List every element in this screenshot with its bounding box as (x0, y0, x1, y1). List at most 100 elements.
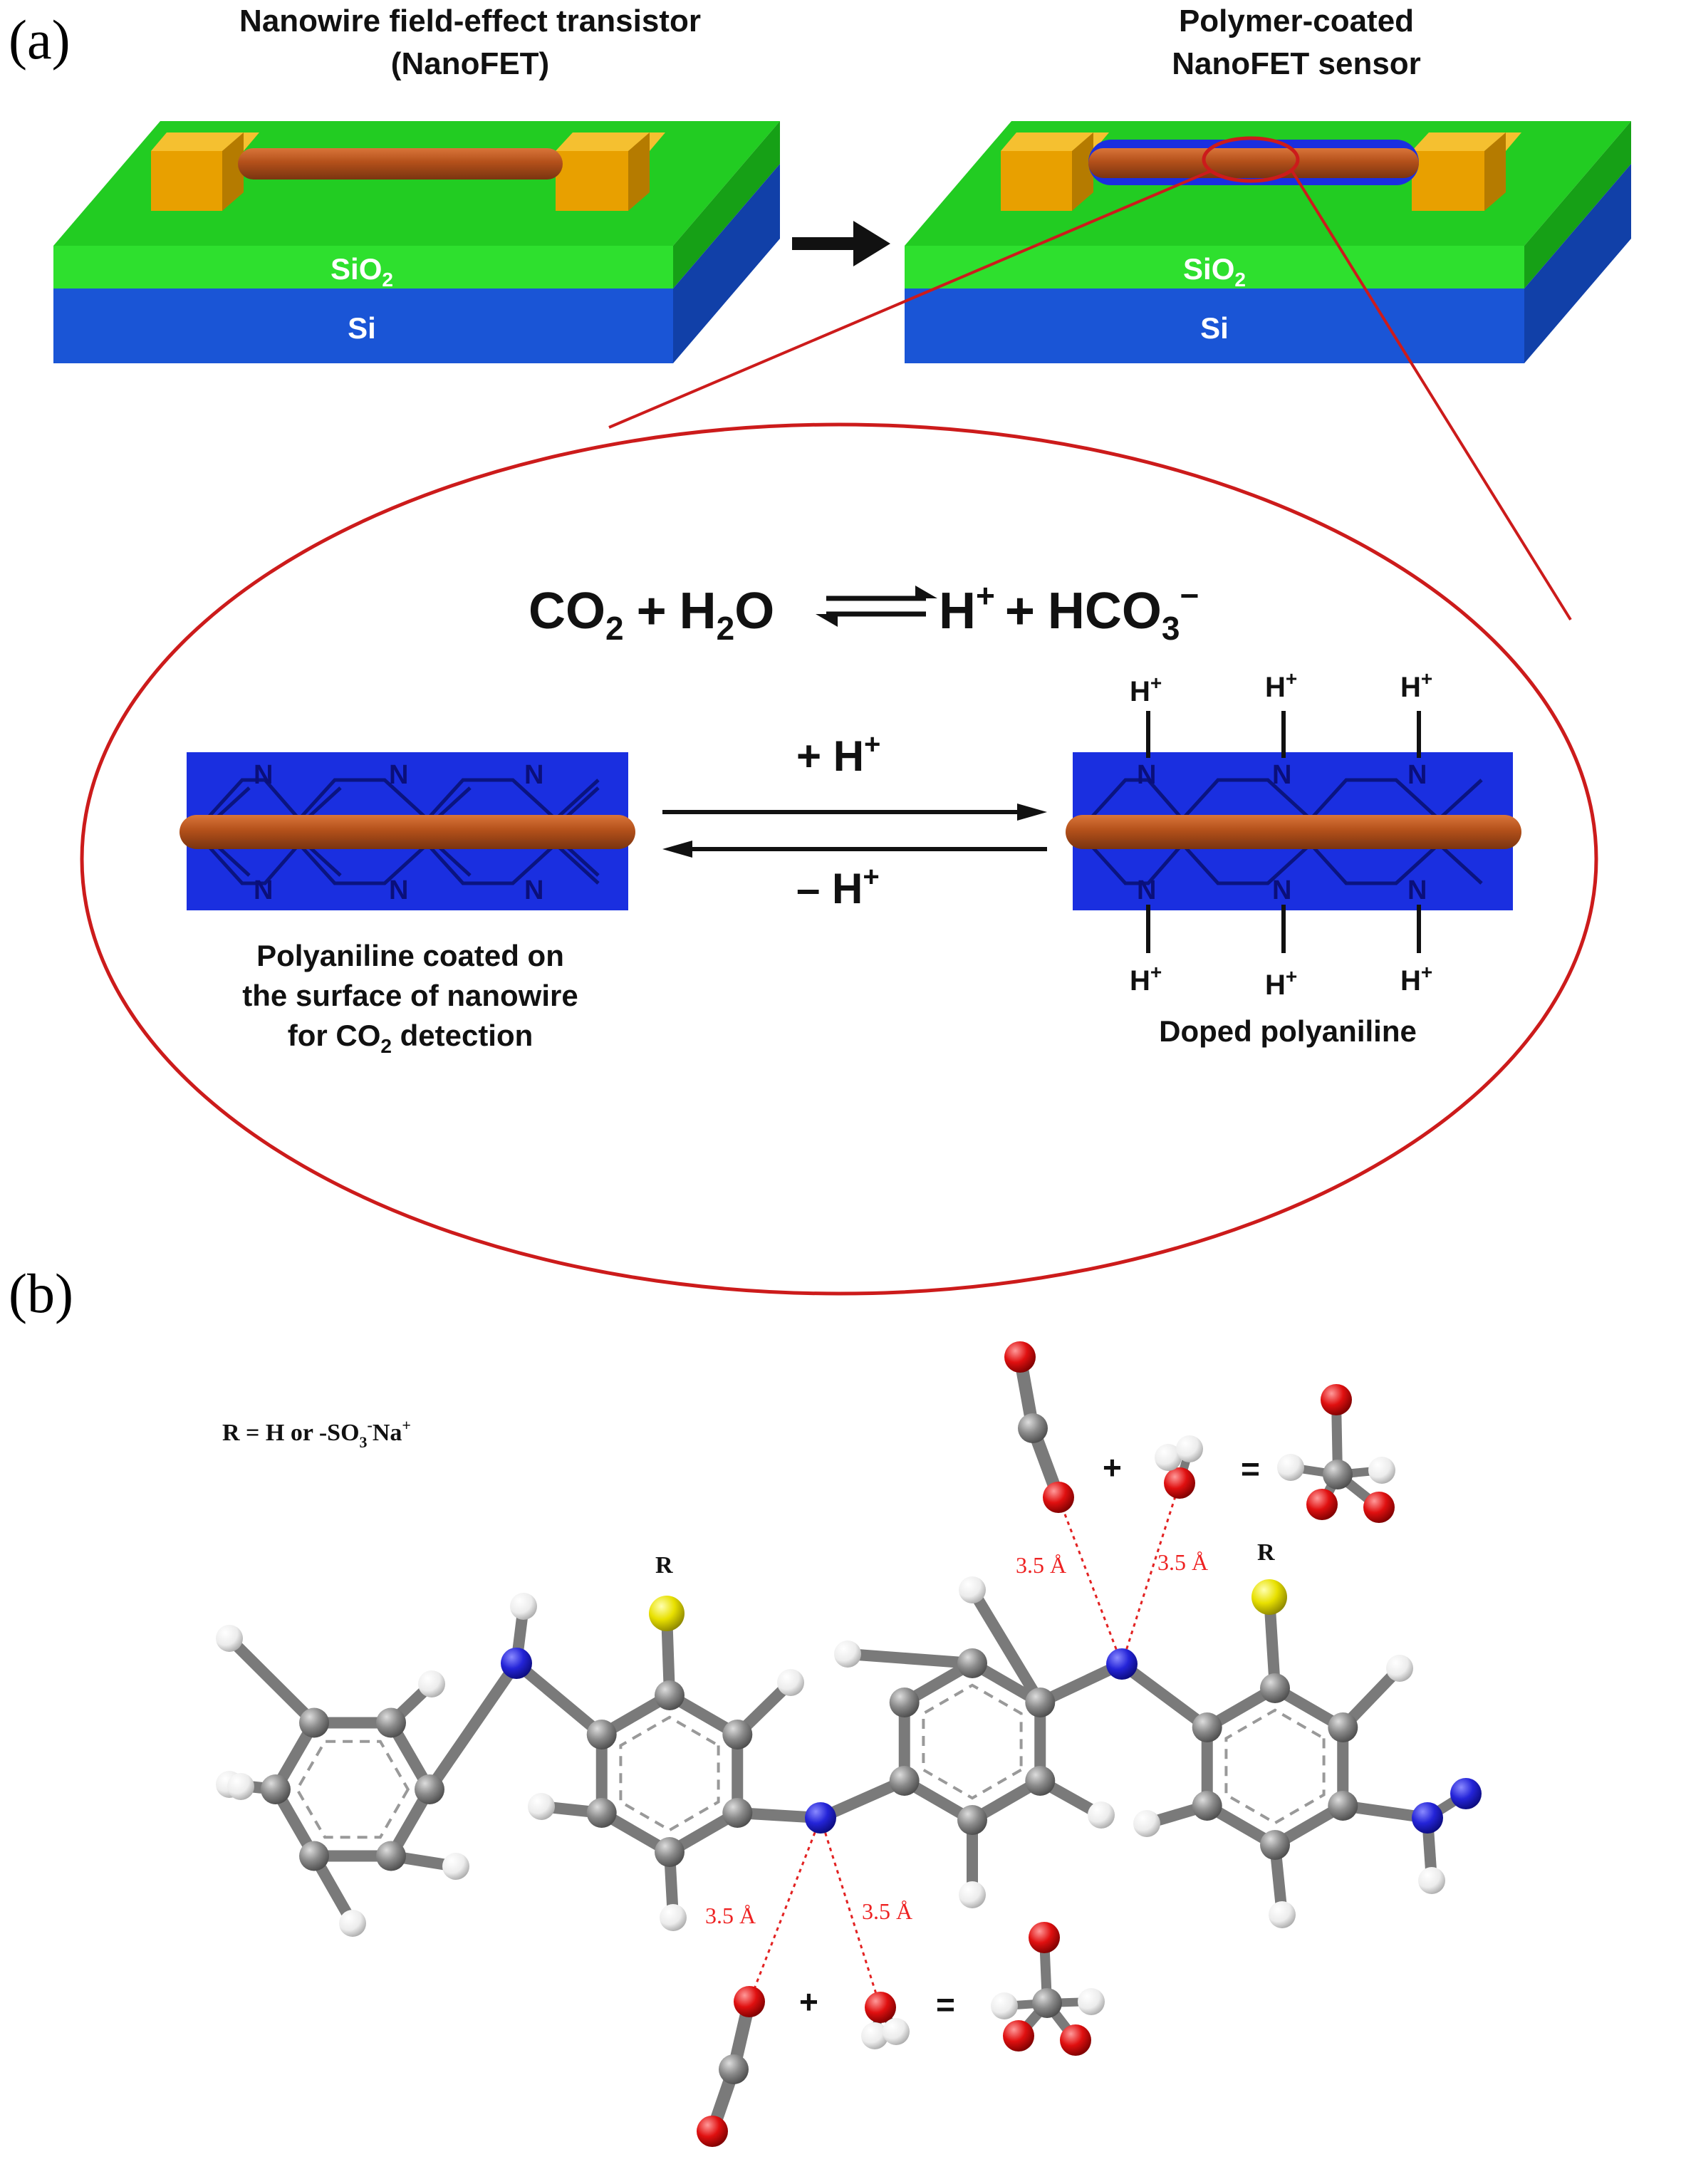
panel-b-letter: (b) (9, 1262, 73, 1324)
carbon-atom (1018, 1413, 1048, 1443)
n-atom-label: N (524, 760, 543, 790)
n-atom-label: N (1407, 875, 1427, 905)
carbon-atom (655, 1680, 685, 1710)
r-group-label: R (655, 1552, 673, 1579)
oxide-side-face (673, 121, 780, 288)
process-arrow (792, 221, 890, 266)
polyaniline-chain-bonds (205, 778, 600, 885)
panel-a-letter: (a) (9, 9, 71, 71)
carbon-atom (957, 1648, 987, 1678)
polyaniline-coated-nanowire: N N N N N N (179, 752, 635, 910)
hydrogen-atom (1269, 1901, 1296, 1928)
oxygen-atom (734, 1986, 765, 2017)
doped-polyaniline-nanowire: N N N N N N (1066, 711, 1521, 953)
left-device-title-line2: (NanoFET) (391, 46, 549, 81)
n-atom-label: N (254, 760, 273, 790)
equals-sign: = (936, 1986, 955, 2023)
proton-bonds (1146, 711, 1421, 953)
oxygen-atom (1029, 1922, 1060, 1953)
substrate-front-face (905, 288, 1524, 363)
bond (511, 1658, 608, 1740)
equals-sign: = (1241, 1450, 1260, 1487)
aromatic-ring (295, 1740, 410, 1839)
nanowire (179, 815, 635, 849)
carbon-atom (1032, 1988, 1062, 2018)
nitrogen-atom (1412, 1802, 1443, 1834)
equilibrium-arrows (816, 586, 937, 627)
n-atom-label: N (389, 760, 408, 790)
carbon-atom (719, 2054, 749, 2084)
bond (967, 1584, 1046, 1708)
distance-line (748, 1817, 822, 2002)
carbon-atom (722, 1720, 753, 1749)
n-atom-label: N (254, 875, 273, 905)
distance-label: 3.5 Å (705, 1903, 756, 1928)
r-group-definition: R = H or -SO3-Na+ (222, 1416, 411, 1451)
hydrogen-atom (1176, 1435, 1203, 1462)
hydrogen-atom (216, 1625, 243, 1652)
hydrogen-atom (1133, 1810, 1160, 1837)
hydrogen-atom (510, 1593, 537, 1620)
right-device-title-line1: Polymer-coated (1179, 4, 1414, 38)
oxygen-atom (1004, 1341, 1036, 1373)
carbon-atom (1025, 1766, 1056, 1796)
n-atom-label: N (1407, 760, 1427, 790)
substrate-label: Si (1200, 311, 1229, 345)
carbon-atom (1025, 1688, 1056, 1717)
hydrogen-atom (883, 2018, 910, 2045)
carbon-atom (722, 1798, 753, 1828)
forward-label: + H+ (796, 729, 880, 780)
oxide-front-face (53, 246, 673, 288)
left-caption-line1: Polyaniline coated on (256, 939, 564, 972)
hydrogen-atom (959, 1576, 986, 1603)
bond (1116, 1658, 1213, 1733)
oxygen-atom (1321, 1384, 1352, 1415)
carbon-atom (1323, 1460, 1353, 1489)
left-caption-line3: for CO2 detection (288, 1019, 534, 1057)
zoom-line-right (1291, 170, 1572, 621)
hydrogen-atom (1386, 1655, 1413, 1682)
oxygen-atom (1060, 2024, 1091, 2056)
n-atom-label: N (389, 875, 408, 905)
distance-label: 3.5 Å (1016, 1552, 1066, 1578)
hydrogen-atom (959, 1881, 986, 1908)
distance-line (1120, 1482, 1181, 1665)
reverse-label: – H+ (796, 861, 880, 912)
nanowire (1066, 815, 1521, 849)
carbon-atom (957, 1805, 987, 1835)
distance-line (819, 1817, 882, 2008)
sulfur-atom (1251, 1579, 1287, 1615)
nitrogen-atom (1450, 1778, 1482, 1809)
nitrogen-atom (805, 1802, 836, 1834)
hydrogen-atom (991, 1992, 1018, 2019)
nanowire (238, 148, 563, 180)
carbon-atom (415, 1774, 444, 1804)
oxygen-atom (1306, 1489, 1338, 1520)
hydrogen-atom (528, 1793, 555, 1820)
hydrogen-atom (1088, 1801, 1115, 1829)
carbon-atom (1260, 1830, 1290, 1860)
carbon-atom (376, 1841, 406, 1871)
carbon-atom (299, 1707, 329, 1738)
distance-label: 3.5 Å (862, 1898, 912, 1924)
carbon-atom (299, 1841, 329, 1871)
n-atom-label: N (1137, 760, 1156, 790)
oxide-side-face (1524, 121, 1631, 288)
distance-line (1057, 1497, 1123, 1665)
hydrogen-atom (1418, 1867, 1445, 1894)
source-contact (151, 132, 259, 211)
hydrogen-atom (1155, 1444, 1182, 1471)
oxide-label: SiO2 (331, 252, 393, 291)
nitrogen-atom (501, 1648, 532, 1679)
n-atom-label: N (1272, 875, 1291, 905)
equation-products: H++HCO3− (939, 577, 1199, 647)
distance-label: 3.5 Å (1157, 1549, 1208, 1575)
polymer-coated-device: SiO2 Si (905, 121, 1631, 363)
oxygen-atom (865, 1992, 896, 2023)
proton-label: H+ (1130, 672, 1162, 707)
carbon-atom (586, 1720, 617, 1749)
bond (224, 1633, 320, 1729)
nanowire (1088, 148, 1419, 178)
equation-reactants: CO2+H2O (529, 583, 774, 647)
carbon-atom (586, 1798, 617, 1828)
